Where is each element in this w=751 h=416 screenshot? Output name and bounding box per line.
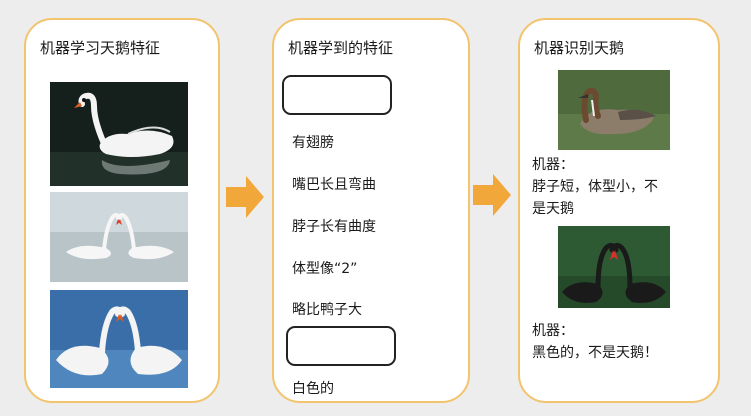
panel-title: 机器识别天鹅	[534, 39, 625, 57]
verdict-duck: 机器： 脖子短，体型小，不 是天鹅	[532, 154, 658, 220]
empty-feature-box	[282, 75, 392, 115]
feature-item: 略比鸭子大	[292, 302, 362, 318]
feature-item: 嘴巴长且弯曲	[292, 177, 376, 193]
feature-item: 白色的	[292, 381, 334, 397]
two-swans-blue-water-photo	[50, 290, 188, 388]
verdict-black-swan: 机器： 黑色的，不是天鹅！	[532, 320, 658, 364]
panel-title: 机器学到的特征	[288, 39, 394, 57]
verdict-line: 黑色的，不是天鹅！	[532, 345, 658, 361]
empty-feature-box	[286, 326, 396, 366]
speaker-label: 机器：	[532, 323, 574, 339]
feature-item: 有翅膀	[292, 135, 334, 151]
speaker-label: 机器：	[532, 157, 574, 173]
feature-item: 体型像“2”	[292, 261, 358, 277]
white-swan-dark-water-photo	[50, 82, 188, 186]
black-swans-photo	[558, 226, 670, 308]
arrow-right-icon	[224, 174, 266, 220]
arrow-right-icon	[471, 172, 513, 218]
duck-photo	[558, 70, 670, 150]
verdict-line: 是天鹅	[532, 201, 574, 217]
verdict-line: 脖子短，体型小，不	[532, 179, 658, 195]
panel-title: 机器学习天鹅特征	[40, 39, 161, 57]
panel-learn: 机器学习天鹅特征	[24, 18, 220, 403]
feature-item: 脖子长有曲度	[292, 219, 376, 235]
panel-features: 机器学到的特征 有翅膀 嘴巴长且弯曲 脖子长有曲度 体型像“2” 略比鸭子大 白…	[272, 18, 470, 403]
two-swans-heart-photo	[50, 192, 188, 282]
panel-recognize: 机器识别天鹅 机器： 脖子短，体型小，不 是天鹅 机器： 黑	[518, 18, 720, 403]
